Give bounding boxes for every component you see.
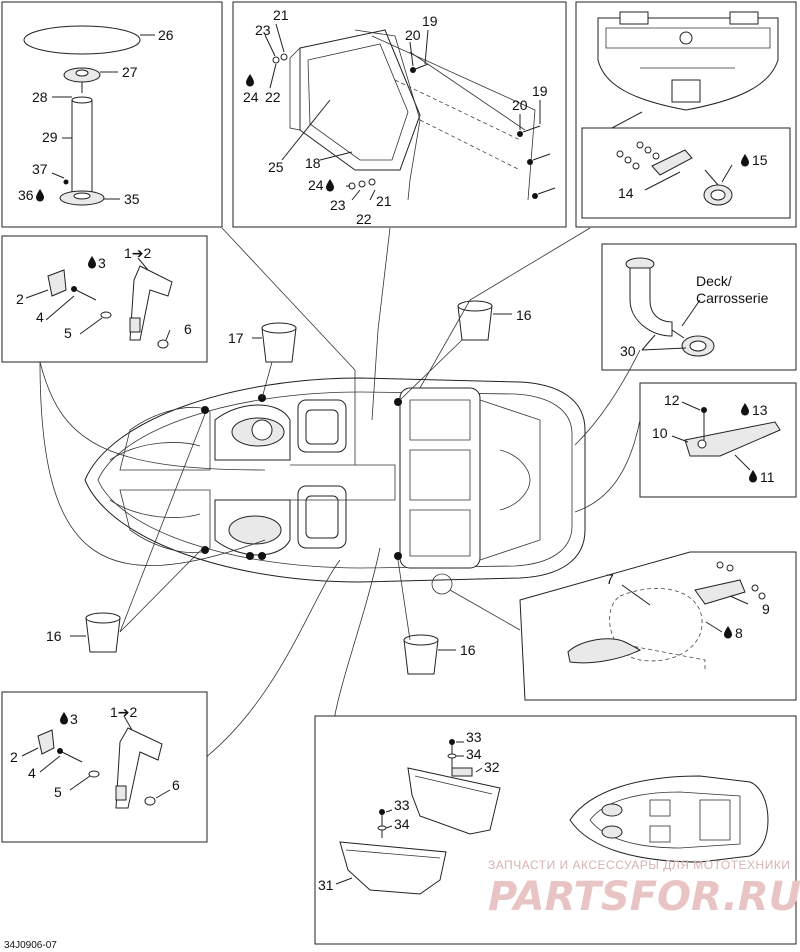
boat-top-view	[84, 377, 586, 583]
grab-handle-detail-top: 1➔2 3 2 4 5 6	[1, 235, 208, 363]
callout-24-top: 24	[243, 89, 259, 105]
callout-21-bottom: 21	[376, 193, 392, 209]
stern-bracket	[651, 149, 693, 176]
callout-16-bottom: 16	[460, 642, 476, 658]
callout-8: 8	[735, 625, 743, 641]
callout-34-top: 34	[466, 746, 482, 762]
connector-lines	[39, 227, 641, 886]
handle-cap	[47, 269, 67, 297]
callout-5: 5	[64, 325, 72, 341]
callout-33-bottom: 33	[394, 797, 410, 813]
callout-23-bottom: 23	[330, 197, 346, 213]
callout-25: 25	[268, 159, 284, 175]
callout-1-2: 1➔2	[110, 704, 138, 720]
callout-36: 36	[18, 187, 34, 203]
callout-26: 26	[158, 27, 174, 43]
cleat-backing-plate	[694, 579, 746, 605]
stern-view	[597, 17, 779, 111]
deck-label-line2: Carrosserie	[696, 290, 769, 306]
callout-4: 4	[36, 309, 44, 325]
bracket-detail-panel: 12 13 10 11	[639, 382, 797, 498]
callout-27: 27	[122, 64, 138, 80]
boat-mini-view	[569, 775, 769, 863]
callout-24-bottom: 24	[308, 177, 324, 193]
storage-bin-31	[339, 841, 447, 895]
rear-bench	[399, 387, 481, 569]
callout-3: 3	[98, 255, 106, 271]
callout-15: 15	[752, 152, 768, 168]
callout-11: 11	[760, 469, 775, 485]
callout-34-bottom: 34	[394, 816, 410, 832]
callout-29: 29	[42, 129, 58, 145]
callout-2: 2	[10, 749, 18, 765]
bracket-plate	[684, 421, 781, 457]
callout-33-top: 33	[466, 729, 482, 745]
callout-3: 3	[70, 711, 78, 727]
callout-22-bottom: 22	[356, 211, 372, 227]
callout-22-top: 22	[265, 89, 281, 105]
storage-bin-32	[407, 767, 501, 835]
callout-5: 5	[54, 784, 62, 800]
storage-bin-detail-panel: 33 34 32 33 34 31	[314, 715, 797, 945]
callout-14: 14	[618, 185, 634, 201]
callout-19-top: 19	[422, 13, 438, 29]
stern-detail-panel: 15 14	[575, 1, 797, 228]
callout-23-top: 23	[255, 22, 271, 38]
callout-4: 4	[28, 765, 36, 781]
callout-20-top: 20	[405, 27, 421, 43]
cleat-horn	[567, 638, 642, 664]
diagram-code: 34J0906-07	[4, 940, 57, 951]
callout-16-left: 16	[46, 628, 62, 644]
watermark: ЗАПЧАСТИ И АКСЕССУАРЫ ДЛЯ МОТОТЕХНИКИ PA…	[488, 858, 800, 920]
table-detail-panel: 26 27 28 29 37 36 35	[1, 1, 223, 228]
callout-17: 17	[228, 330, 244, 346]
drain-detail-panel: Deck/ Carrosserie 30	[601, 243, 797, 371]
callout-30: 30	[620, 343, 636, 359]
callout-2: 2	[16, 291, 24, 307]
cupholder-group: 17 16 16 16	[46, 300, 532, 675]
callout-7: 7	[606, 571, 614, 587]
callout-37: 37	[32, 161, 48, 177]
callout-21-top: 21	[273, 7, 289, 23]
callout-31: 31	[318, 877, 334, 893]
callout-28: 28	[32, 89, 48, 105]
callout-13: 13	[752, 402, 768, 418]
grab-handle	[115, 727, 163, 809]
watermark-logo: PARTSFOR.RU	[488, 874, 800, 920]
callout-32: 32	[484, 759, 500, 775]
grab-handle-detail-bottom: 1➔2 3 2 4 5 6	[1, 691, 208, 843]
callout-10: 10	[652, 425, 668, 441]
callout-20-right: 20	[512, 97, 528, 113]
handle-cap	[37, 729, 55, 755]
callout-1-2: 1➔2	[124, 245, 152, 261]
callout-18: 18	[305, 155, 321, 171]
cleat-detail-panel: 7 9 8	[519, 551, 797, 701]
callout-6: 6	[184, 321, 192, 337]
glovebox-detail-panel: 23 21 19 20 24 22 20 19 25 18 24 23 21 2…	[232, 1, 567, 228]
table-top	[23, 25, 141, 55]
table-post	[71, 99, 93, 193]
callout-6: 6	[172, 777, 180, 793]
deck-label-line1: Deck/	[696, 273, 732, 289]
watermark-tagline: ЗАПЧАСТИ И АКСЕССУАРЫ ДЛЯ МОТОТЕХНИКИ	[488, 858, 790, 872]
callout-12: 12	[664, 392, 680, 408]
callout-9: 9	[762, 601, 770, 617]
drain-elbow	[629, 267, 673, 337]
callout-19-right: 19	[532, 83, 548, 99]
callout-35: 35	[124, 191, 140, 207]
callout-16-top: 16	[516, 307, 532, 323]
